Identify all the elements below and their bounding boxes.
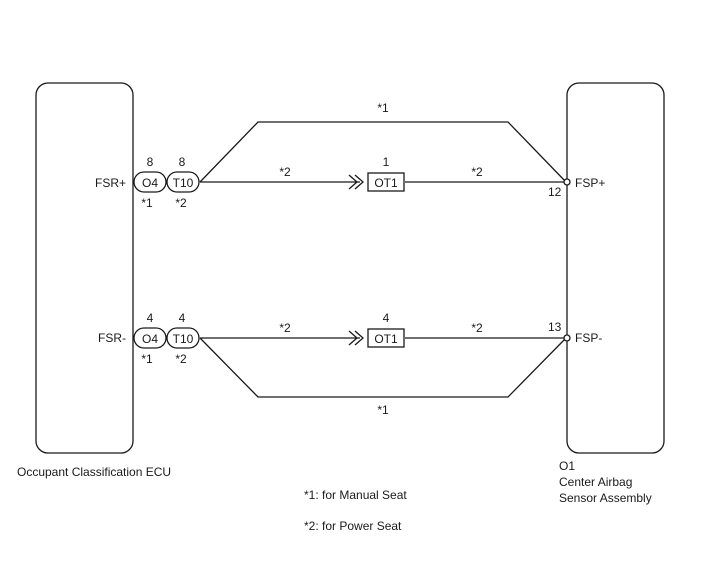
wire-note-power-bottom-left: *2 xyxy=(279,321,291,335)
connector-o4-plus-pin: 8 xyxy=(147,155,154,169)
fsp-plus-pin: 12 xyxy=(548,185,562,199)
connector-t10-minus xyxy=(166,327,200,349)
connector-o4-plus-label: O4 xyxy=(142,176,158,190)
connector-t10-minus-label: T10 xyxy=(173,332,194,346)
connector-o4-plus xyxy=(133,171,167,193)
wire-note-power-bottom-right: *2 xyxy=(471,321,483,335)
wire-note-manual-bottom: *1 xyxy=(377,403,389,417)
connector-ot1-minus xyxy=(367,328,405,348)
connector-ot1-minus-pin: 4 xyxy=(383,311,390,325)
ot1-plus-chevron-outer xyxy=(348,174,358,190)
fsp-minus-pin: 13 xyxy=(548,320,562,334)
fsr-minus-label: FSR- xyxy=(98,331,126,345)
wire-note-power-top-left: *2 xyxy=(279,165,291,179)
fsr-plus-label: FSR+ xyxy=(95,176,126,190)
wire-note-manual-top: *1 xyxy=(377,101,389,115)
wire-plus-manual xyxy=(199,121,567,183)
connector-t10-plus-note: *2 xyxy=(175,196,187,210)
connector-o4-minus-note: *1 xyxy=(141,352,153,366)
ot1-plus-chevron-inner xyxy=(354,174,364,190)
fsp-minus-terminal-circle xyxy=(563,334,571,342)
occupant-classification-ecu-box xyxy=(35,82,134,454)
fsp-plus-terminal-circle xyxy=(563,178,571,186)
right-component-id: O1 xyxy=(559,459,575,473)
wire-minus-manual xyxy=(199,337,567,398)
fsp-plus-label: FSP+ xyxy=(575,176,605,190)
fsp-minus-label: FSP- xyxy=(575,331,602,345)
connector-t10-plus-label: T10 xyxy=(173,176,194,190)
ot1-minus-chevron-inner xyxy=(354,330,364,346)
connector-t10-plus xyxy=(166,171,200,193)
left-component-name: Occupant Classification ECU xyxy=(17,465,171,479)
connector-t10-minus-pin: 4 xyxy=(179,311,186,325)
connector-o4-minus-pin: 4 xyxy=(147,311,154,325)
wire-note-power-top-right: *2 xyxy=(471,165,483,179)
right-component-name-line1: Center Airbag xyxy=(559,475,632,489)
connector-ot1-minus-label: OT1 xyxy=(374,332,398,346)
center-airbag-sensor-assembly-box xyxy=(566,82,665,454)
ot1-minus-chevron-outer xyxy=(348,330,358,346)
connector-o4-minus-label: O4 xyxy=(142,332,158,346)
connector-o4-plus-note: *1 xyxy=(141,196,153,210)
connector-t10-minus-note: *2 xyxy=(175,352,187,366)
connector-t10-plus-pin: 8 xyxy=(179,155,186,169)
connector-ot1-plus xyxy=(367,172,405,192)
legend-note-power: *2: for Power Seat xyxy=(304,519,402,533)
connector-o4-minus xyxy=(133,327,167,349)
legend-note-manual: *1: for Manual Seat xyxy=(304,488,407,502)
right-component-name-line2: Sensor Assembly xyxy=(559,491,652,505)
connector-ot1-plus-pin: 1 xyxy=(383,155,390,169)
connector-ot1-plus-label: OT1 xyxy=(374,176,398,190)
